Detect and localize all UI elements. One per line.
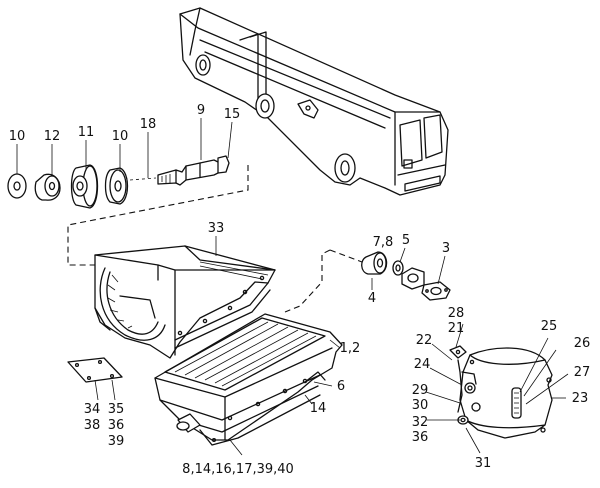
label-32: 32: [412, 415, 429, 430]
label-22: 22: [416, 333, 433, 348]
label-36: 36: [108, 418, 125, 433]
label-39: 39: [108, 434, 125, 449]
label-1-2: 1,2: [340, 341, 361, 356]
label-38: 38: [84, 418, 101, 433]
label-24: 24: [414, 357, 431, 372]
radiator-core: [154, 313, 343, 446]
label-30: 30: [412, 398, 429, 413]
label-31: 31: [475, 456, 492, 471]
label-7-8: 7,8: [373, 235, 394, 250]
fan-shroud-housing: [94, 245, 276, 359]
assembly-dashed-lines: [67, 165, 363, 313]
label-10b: 10: [112, 129, 129, 144]
label-26: 26: [574, 336, 591, 351]
label-35: 35: [108, 402, 125, 417]
label-6: 6: [337, 379, 345, 394]
label-25: 25: [541, 319, 558, 334]
label-4: 4: [368, 291, 376, 306]
expansion-tank: [425, 323, 569, 454]
label-12: 12: [44, 129, 61, 144]
bus-illustration: [179, 7, 449, 196]
label-14: 14: [310, 401, 327, 416]
washer-part: [7, 173, 27, 199]
label-11: 11: [78, 125, 95, 140]
label-34: 34: [84, 402, 101, 417]
label-10: 10: [9, 129, 26, 144]
label-5: 5: [402, 233, 410, 248]
label-33: 33: [208, 221, 225, 236]
label-28: 28: [448, 306, 465, 321]
label-27: 27: [574, 365, 591, 380]
leader-lines: [16, 118, 341, 456]
mounting-parts-row: [7, 155, 230, 209]
label-9: 9: [197, 103, 205, 118]
label-15: 15: [224, 107, 241, 122]
label-18: 18: [140, 117, 157, 132]
mounting-plate: [67, 357, 123, 383]
label-8-14-16-17-39-40: 8,14,16,17,39,40: [182, 462, 294, 477]
label-23: 23: [572, 391, 589, 406]
label-3: 3: [442, 241, 450, 256]
seal-and-flange-parts: [361, 247, 451, 301]
label-36b: 36: [412, 430, 429, 445]
label-29: 29: [412, 383, 429, 398]
part-number-labels: 10 12 11 10 18 9 15 33 7,8 5 3 4 1,2 6 1…: [9, 103, 591, 477]
label-21: 21: [448, 321, 465, 336]
